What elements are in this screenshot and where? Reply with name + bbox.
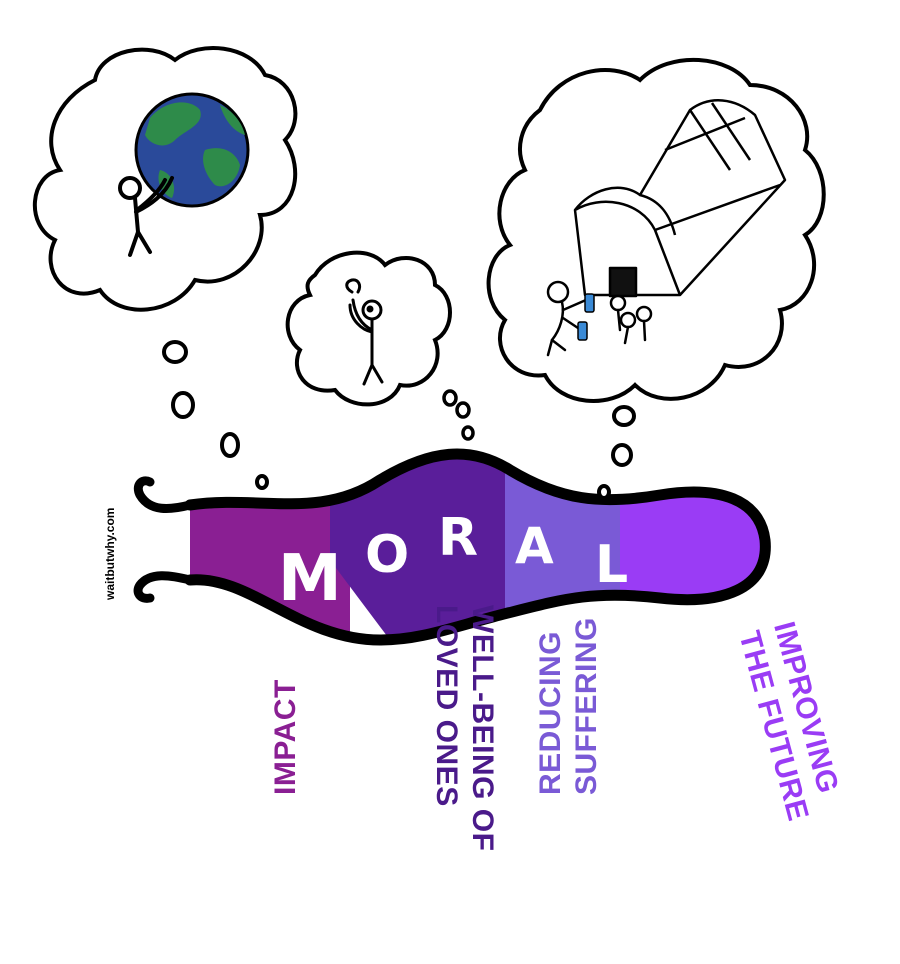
thought-bubble-globe (32, 46, 298, 312)
label-loved-ones: WELL-BEING OF LOVED ONES (430, 605, 499, 852)
water-bottle-icon (577, 293, 595, 341)
moral-letter-a: A (515, 517, 554, 575)
moral-letter-r: R (438, 508, 478, 568)
thought-trail-1 (162, 340, 269, 490)
moral-letter-l: L (595, 535, 628, 595)
moral-letter-m: M (278, 542, 342, 616)
thought-trail-2 (442, 389, 475, 441)
watermark: waitbutwhy.com (103, 507, 117, 600)
thought-trail-3 (597, 405, 636, 500)
label-suffering: REDUCING SUFFERING (534, 617, 603, 795)
label-impact: IMPACT (269, 679, 302, 795)
thought-bubble-relief (486, 58, 826, 403)
worm-tail-top (133, 476, 195, 514)
worm-tail-bottom (133, 571, 195, 603)
stick-figure-icon (345, 278, 384, 386)
tent-icon (573, 99, 787, 298)
worm-outline (184, 448, 771, 646)
thought-bubble-self (285, 250, 452, 407)
stick-figure-icon (118, 176, 174, 257)
moral-letter-o: O (365, 525, 409, 585)
